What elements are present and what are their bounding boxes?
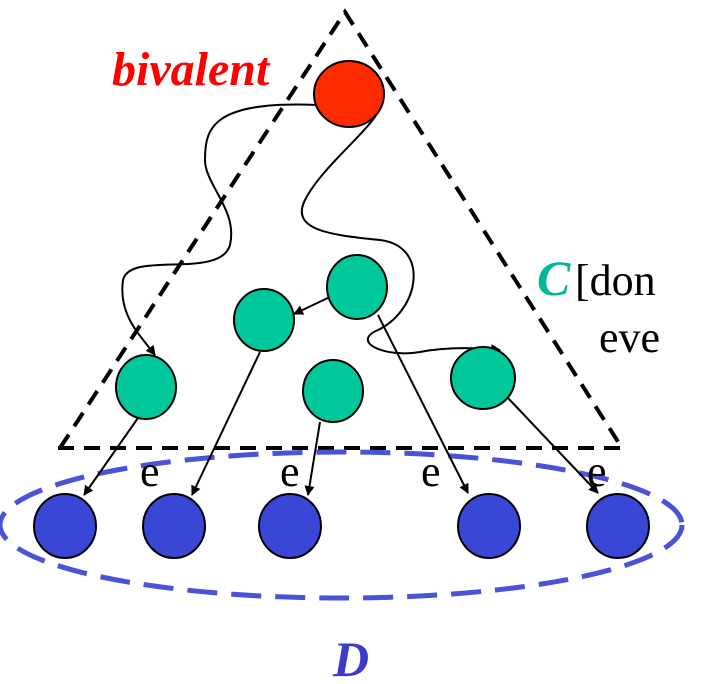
- c-set-label: C: [537, 250, 571, 306]
- d-node: [258, 493, 322, 559]
- bivalent-label: bivalent: [112, 43, 271, 96]
- c-node: [450, 346, 516, 410]
- arrow-c3-to-d3: [304, 421, 321, 496]
- c-node: [302, 359, 364, 423]
- c-description-line2: eve: [599, 313, 660, 362]
- event-label: e: [140, 447, 160, 496]
- event-label: e: [421, 447, 441, 496]
- c-node: [233, 288, 295, 352]
- d-node: [33, 493, 97, 559]
- arrow-c5-to-d5: [507, 397, 599, 494]
- d-node: [142, 493, 206, 559]
- d-set-label: D: [332, 631, 369, 684]
- c-description-line1: [don: [575, 256, 656, 305]
- bivalent-node: [313, 60, 385, 128]
- arrow-c4-to-d4: [377, 314, 469, 494]
- arrow-c2-to-d2: [191, 351, 261, 496]
- path-bivalent-to-right: [300, 99, 501, 355]
- c-node: [115, 354, 177, 420]
- triangle-outline: [58, 8, 624, 450]
- event-label: e: [280, 447, 300, 496]
- c-node: [326, 254, 388, 320]
- d-node: [586, 493, 650, 559]
- path-bivalent-to-left: [121, 103, 319, 356]
- arrow-c1-to-d1: [83, 417, 139, 496]
- d-set-outline: [0, 449, 685, 601]
- arrow-c-to-c: [293, 295, 333, 315]
- event-label: e: [587, 447, 607, 496]
- d-node: [457, 493, 521, 559]
